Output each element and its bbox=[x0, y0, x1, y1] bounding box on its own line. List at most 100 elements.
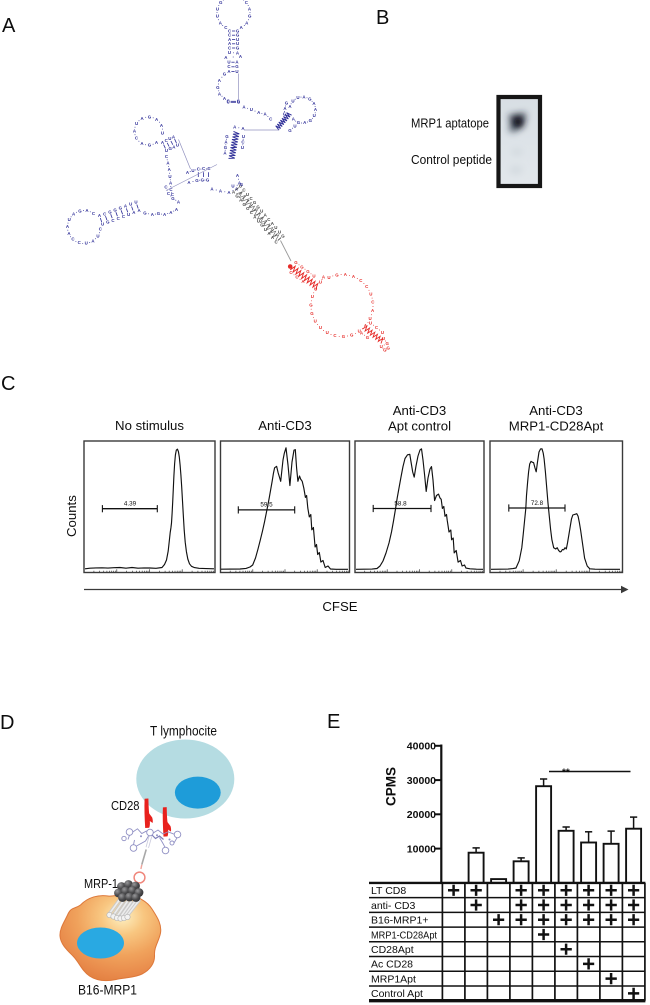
svg-text:10000: 10000 bbox=[407, 843, 436, 855]
svg-text:C: C bbox=[224, 25, 228, 30]
svg-text:C: C bbox=[371, 300, 375, 305]
svg-text:4.39: 4.39 bbox=[124, 501, 137, 508]
svg-text:G: G bbox=[309, 302, 313, 307]
svg-text:A: A bbox=[224, 55, 228, 60]
svg-text:Control peptide: Control peptide bbox=[411, 152, 492, 167]
svg-text:A: A bbox=[219, 20, 223, 25]
svg-text:U: U bbox=[176, 142, 179, 147]
svg-text:U: U bbox=[227, 60, 230, 65]
svg-text:A: A bbox=[240, 25, 244, 30]
svg-text:U: U bbox=[85, 241, 88, 246]
svg-text:A: A bbox=[238, 180, 242, 185]
svg-text:G: G bbox=[260, 223, 264, 228]
svg-text:G: G bbox=[237, 99, 241, 104]
svg-text:A: A bbox=[314, 107, 318, 112]
svg-text:A: A bbox=[232, 189, 236, 194]
svg-text:U: U bbox=[246, 192, 249, 197]
svg-text:A: A bbox=[233, 125, 237, 130]
svg-text:A: A bbox=[235, 60, 239, 65]
svg-text:C: C bbox=[359, 278, 363, 283]
svg-text:A: A bbox=[138, 208, 142, 213]
svg-text:A: A bbox=[169, 181, 173, 186]
svg-text:G: G bbox=[308, 97, 312, 102]
svg-text:A: A bbox=[264, 213, 268, 218]
svg-text:G: G bbox=[224, 145, 228, 150]
svg-text:MRP-1: MRP-1 bbox=[84, 877, 118, 891]
svg-text:G: G bbox=[236, 28, 240, 33]
svg-text:MRP1-CD28Apt: MRP1-CD28Apt bbox=[509, 419, 604, 434]
svg-text:Anti-CD3: Anti-CD3 bbox=[258, 418, 312, 433]
svg-text:C: C bbox=[295, 274, 299, 279]
svg-text:A: A bbox=[187, 180, 191, 185]
svg-text:No stimulus: No stimulus bbox=[115, 418, 184, 433]
svg-text:U: U bbox=[231, 183, 234, 188]
svg-text:A: A bbox=[151, 212, 155, 217]
svg-text:C: C bbox=[228, 33, 232, 38]
svg-text:U: U bbox=[369, 316, 372, 321]
svg-text:C: C bbox=[171, 192, 175, 197]
svg-text:MRP1 aptatope: MRP1 aptatope bbox=[411, 116, 489, 131]
svg-text:CD28: CD28 bbox=[111, 799, 140, 813]
svg-text:U: U bbox=[236, 41, 239, 46]
svg-text:U: U bbox=[312, 273, 315, 278]
svg-text:U: U bbox=[68, 217, 71, 222]
svg-text:A: A bbox=[72, 212, 76, 217]
svg-text:U: U bbox=[327, 275, 330, 280]
svg-text:G: G bbox=[335, 272, 339, 277]
svg-text:C: C bbox=[289, 270, 293, 275]
svg-text:A: A bbox=[253, 214, 257, 219]
svg-text:E: E bbox=[327, 711, 340, 733]
svg-text:A: A bbox=[264, 112, 268, 117]
svg-text:A: A bbox=[223, 96, 227, 101]
svg-text:A: A bbox=[155, 140, 159, 145]
svg-text:G: G bbox=[237, 100, 241, 105]
svg-text:A: A bbox=[271, 221, 275, 226]
svg-text:20000: 20000 bbox=[407, 809, 436, 821]
svg-text:U: U bbox=[358, 329, 361, 334]
svg-text:A: A bbox=[242, 104, 246, 109]
svg-text:C: C bbox=[241, 139, 245, 144]
svg-text:A: A bbox=[283, 106, 287, 111]
svg-text:U: U bbox=[96, 233, 99, 238]
svg-text:G: G bbox=[225, 134, 229, 139]
svg-text:G: G bbox=[148, 142, 152, 147]
svg-text:U: U bbox=[314, 287, 317, 292]
svg-text:G: G bbox=[242, 202, 246, 207]
svg-text:U: U bbox=[296, 95, 299, 100]
svg-text:G: G bbox=[201, 177, 205, 182]
svg-text:A: A bbox=[288, 104, 292, 109]
svg-text:A: A bbox=[245, 20, 249, 25]
svg-text:A: A bbox=[186, 170, 190, 175]
svg-text:A: A bbox=[312, 101, 316, 106]
svg-text:B16-MRP1+: B16-MRP1+ bbox=[371, 915, 428, 927]
svg-text:G: G bbox=[386, 345, 390, 350]
svg-text:Counts: Counts bbox=[64, 495, 79, 537]
svg-text:G: G bbox=[119, 206, 123, 211]
svg-text:G: G bbox=[253, 200, 257, 205]
svg-text:U: U bbox=[135, 121, 138, 126]
svg-text:A: A bbox=[302, 95, 306, 100]
svg-text:G: G bbox=[157, 211, 161, 216]
svg-text:A: A bbox=[360, 330, 364, 335]
svg-text:G: G bbox=[310, 311, 314, 316]
svg-text:A: A bbox=[172, 134, 176, 139]
svg-text:U: U bbox=[319, 279, 322, 284]
svg-text:A: A bbox=[224, 139, 228, 144]
svg-text:G: G bbox=[195, 178, 199, 183]
svg-text:A: A bbox=[140, 141, 144, 146]
svg-text:A: A bbox=[141, 116, 145, 121]
svg-text:CD28Apt: CD28Apt bbox=[371, 944, 414, 956]
svg-text:G: G bbox=[300, 264, 304, 269]
svg-text:U: U bbox=[326, 330, 329, 335]
svg-text:A: A bbox=[236, 50, 240, 55]
svg-text:72.8: 72.8 bbox=[531, 500, 544, 507]
svg-text:40000: 40000 bbox=[407, 741, 436, 753]
svg-text:C: C bbox=[227, 99, 231, 104]
svg-text:A: A bbox=[172, 144, 176, 149]
svg-text:A: A bbox=[239, 198, 243, 203]
svg-text:C: C bbox=[250, 210, 254, 215]
svg-text:U: U bbox=[369, 292, 372, 297]
svg-text:MRP1Apt: MRP1Apt bbox=[371, 973, 416, 985]
svg-text:U: U bbox=[216, 6, 219, 11]
svg-text:U: U bbox=[191, 168, 194, 173]
